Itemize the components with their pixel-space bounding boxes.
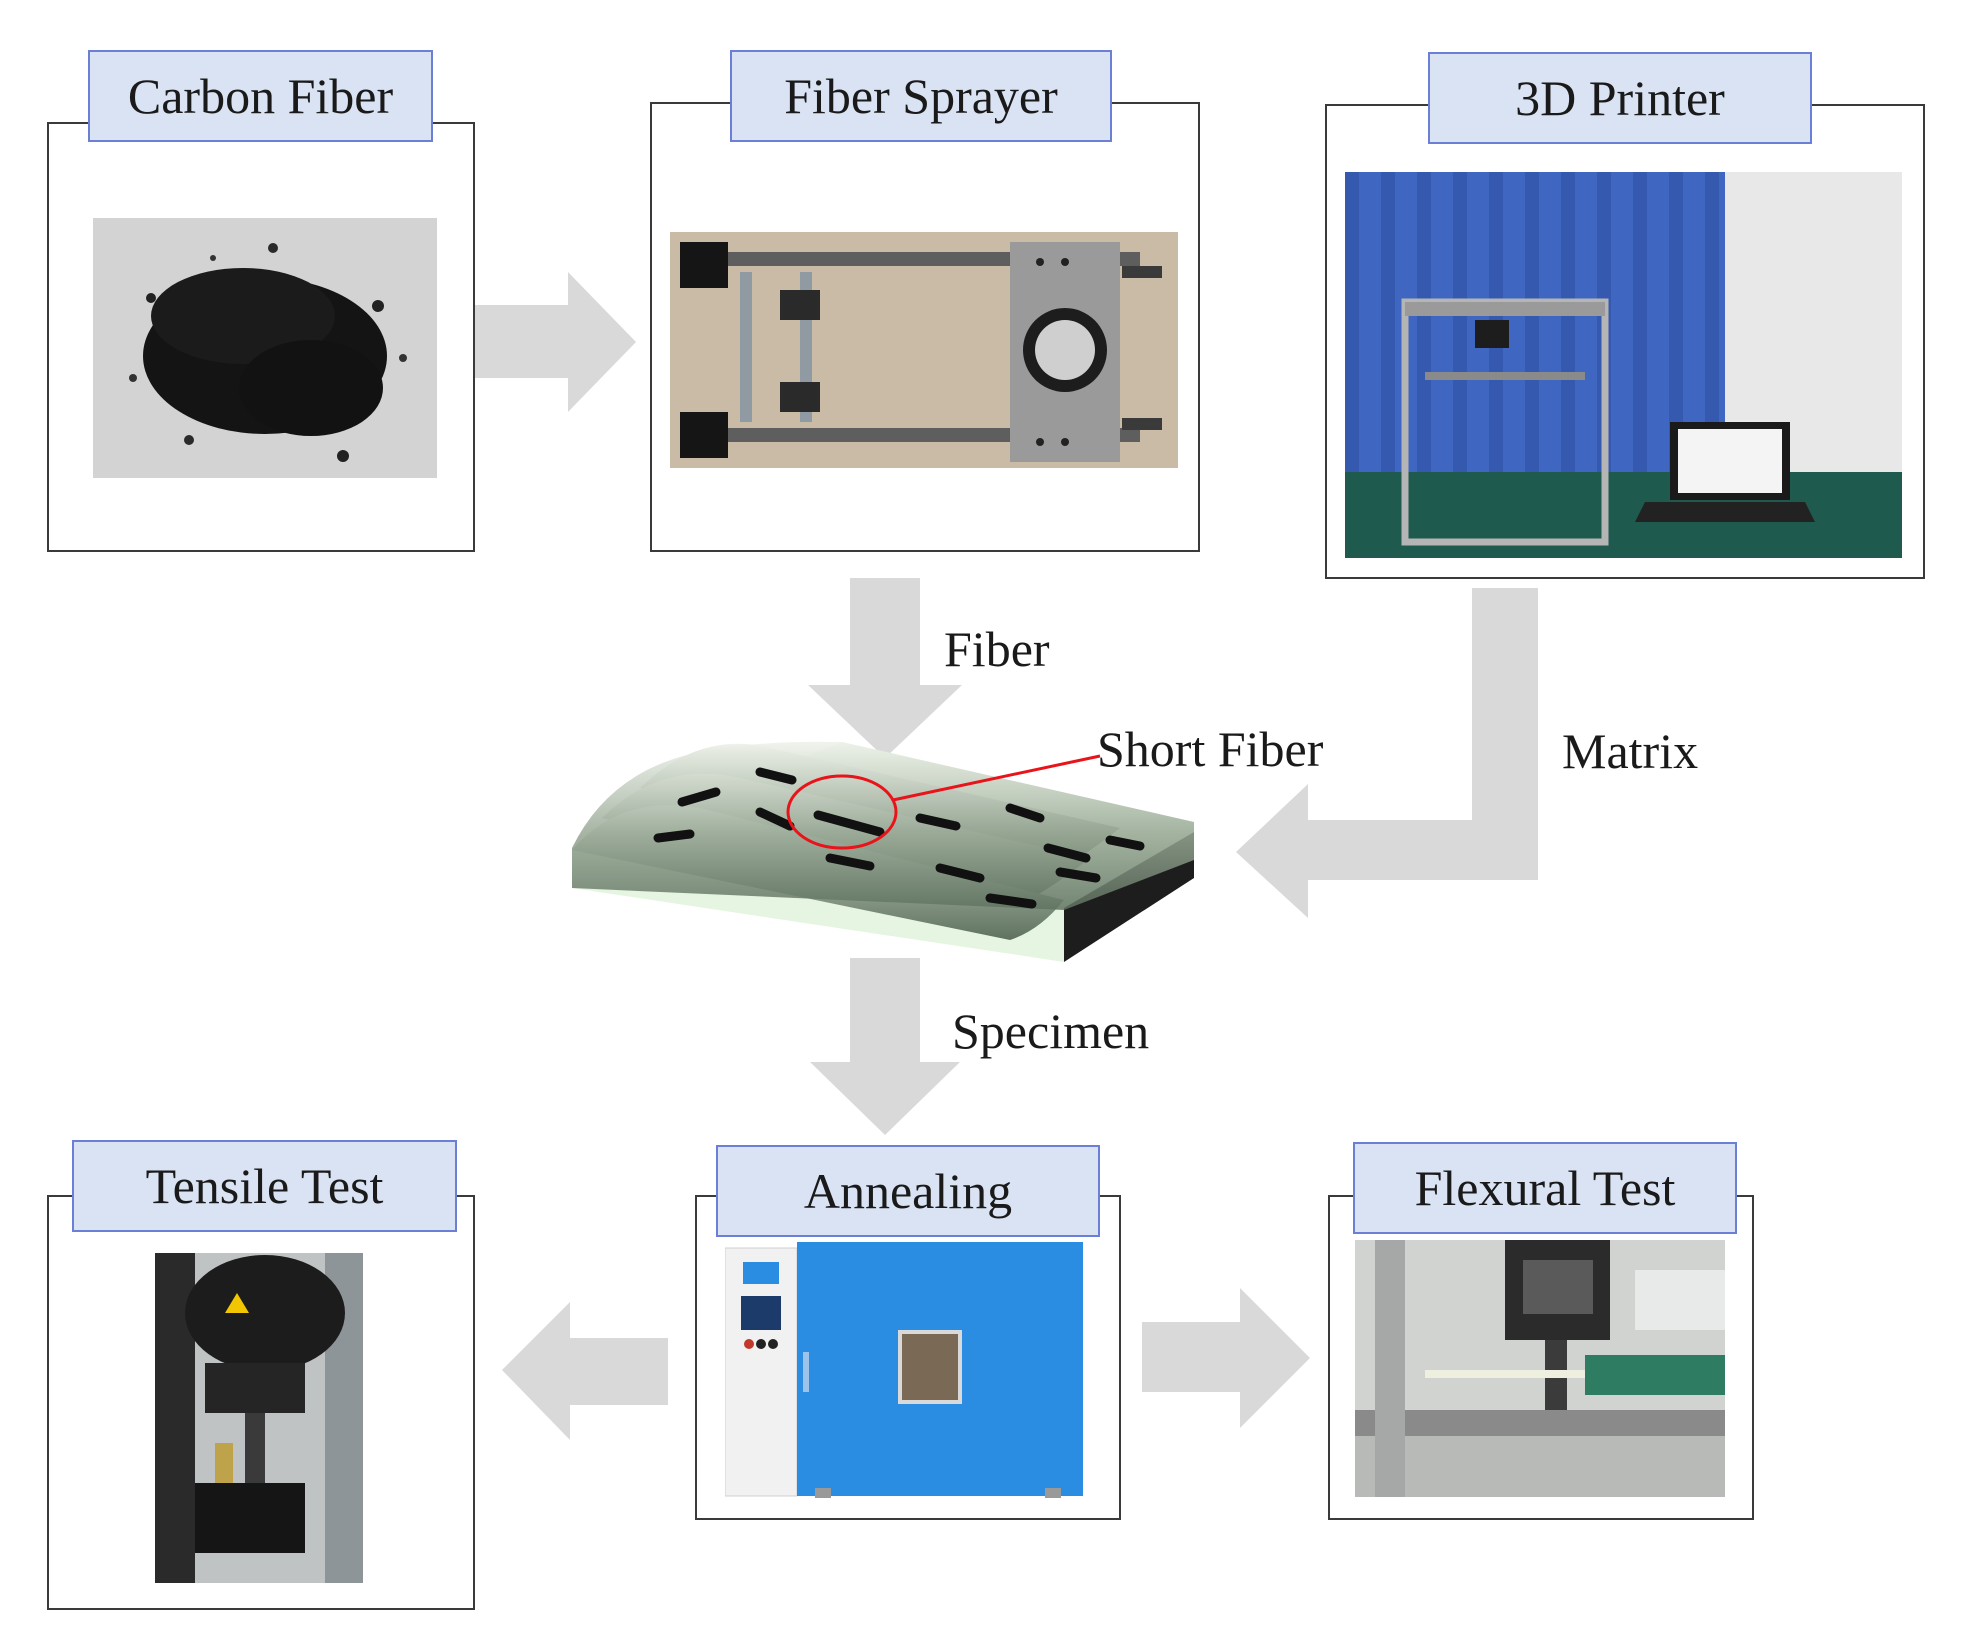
carbon-powder-photo bbox=[93, 218, 437, 478]
short-fiber-pointer bbox=[892, 754, 1101, 802]
flexural-test-label: Flexural Test bbox=[1414, 1160, 1676, 1216]
arrow-to-flexural bbox=[1142, 1288, 1310, 1428]
annealing-tab: Annealing bbox=[716, 1145, 1100, 1237]
tensile-test-tab: Tensile Test bbox=[72, 1140, 457, 1232]
tensile-test-label: Tensile Test bbox=[145, 1158, 384, 1214]
tensile-icon bbox=[155, 1253, 363, 1583]
short-fiber-label: Short Fiber bbox=[1097, 721, 1324, 777]
arrow-printer-to-specimen bbox=[1236, 588, 1538, 918]
flexural-icon bbox=[1355, 1240, 1725, 1497]
fiber-flow-label: Fiber bbox=[944, 621, 1050, 677]
printer-label: 3D Printer bbox=[1515, 70, 1725, 126]
arrow-to-tensile bbox=[502, 1302, 668, 1440]
short-fibers bbox=[653, 767, 1145, 909]
matrix-flow-label: Matrix bbox=[1562, 723, 1699, 779]
carbon-powder-icon bbox=[93, 218, 437, 478]
oven-photo bbox=[725, 1242, 1083, 1502]
oven-icon bbox=[725, 1242, 1083, 1502]
fiber-sprayer-tab: Fiber Sprayer bbox=[730, 50, 1112, 142]
short-fiber-highlight bbox=[786, 774, 898, 850]
printer-tab: 3D Printer bbox=[1428, 52, 1812, 144]
sprayer-icon bbox=[670, 232, 1178, 468]
arrow-specimen-down bbox=[810, 958, 960, 1135]
arrow-sprayer-down bbox=[808, 578, 962, 758]
ridge-top bbox=[572, 741, 1194, 910]
fiber-sprayer-label: Fiber Sprayer bbox=[784, 68, 1058, 124]
specimen-flow-label: Specimen bbox=[952, 1003, 1150, 1059]
tensile-photo bbox=[155, 1253, 363, 1583]
printer-photo bbox=[1345, 172, 1902, 558]
carbon-fiber-tab: Carbon Fiber bbox=[88, 50, 433, 142]
printer-icon bbox=[1345, 172, 1902, 558]
flexural-test-tab: Flexural Test bbox=[1353, 1142, 1737, 1234]
annealing-label: Annealing bbox=[803, 1163, 1013, 1219]
carbon-fiber-label: Carbon Fiber bbox=[127, 68, 394, 124]
arrow-carbon-to-sprayer bbox=[474, 272, 636, 412]
sprayer-photo bbox=[670, 232, 1178, 468]
flexural-photo bbox=[1355, 1240, 1725, 1497]
